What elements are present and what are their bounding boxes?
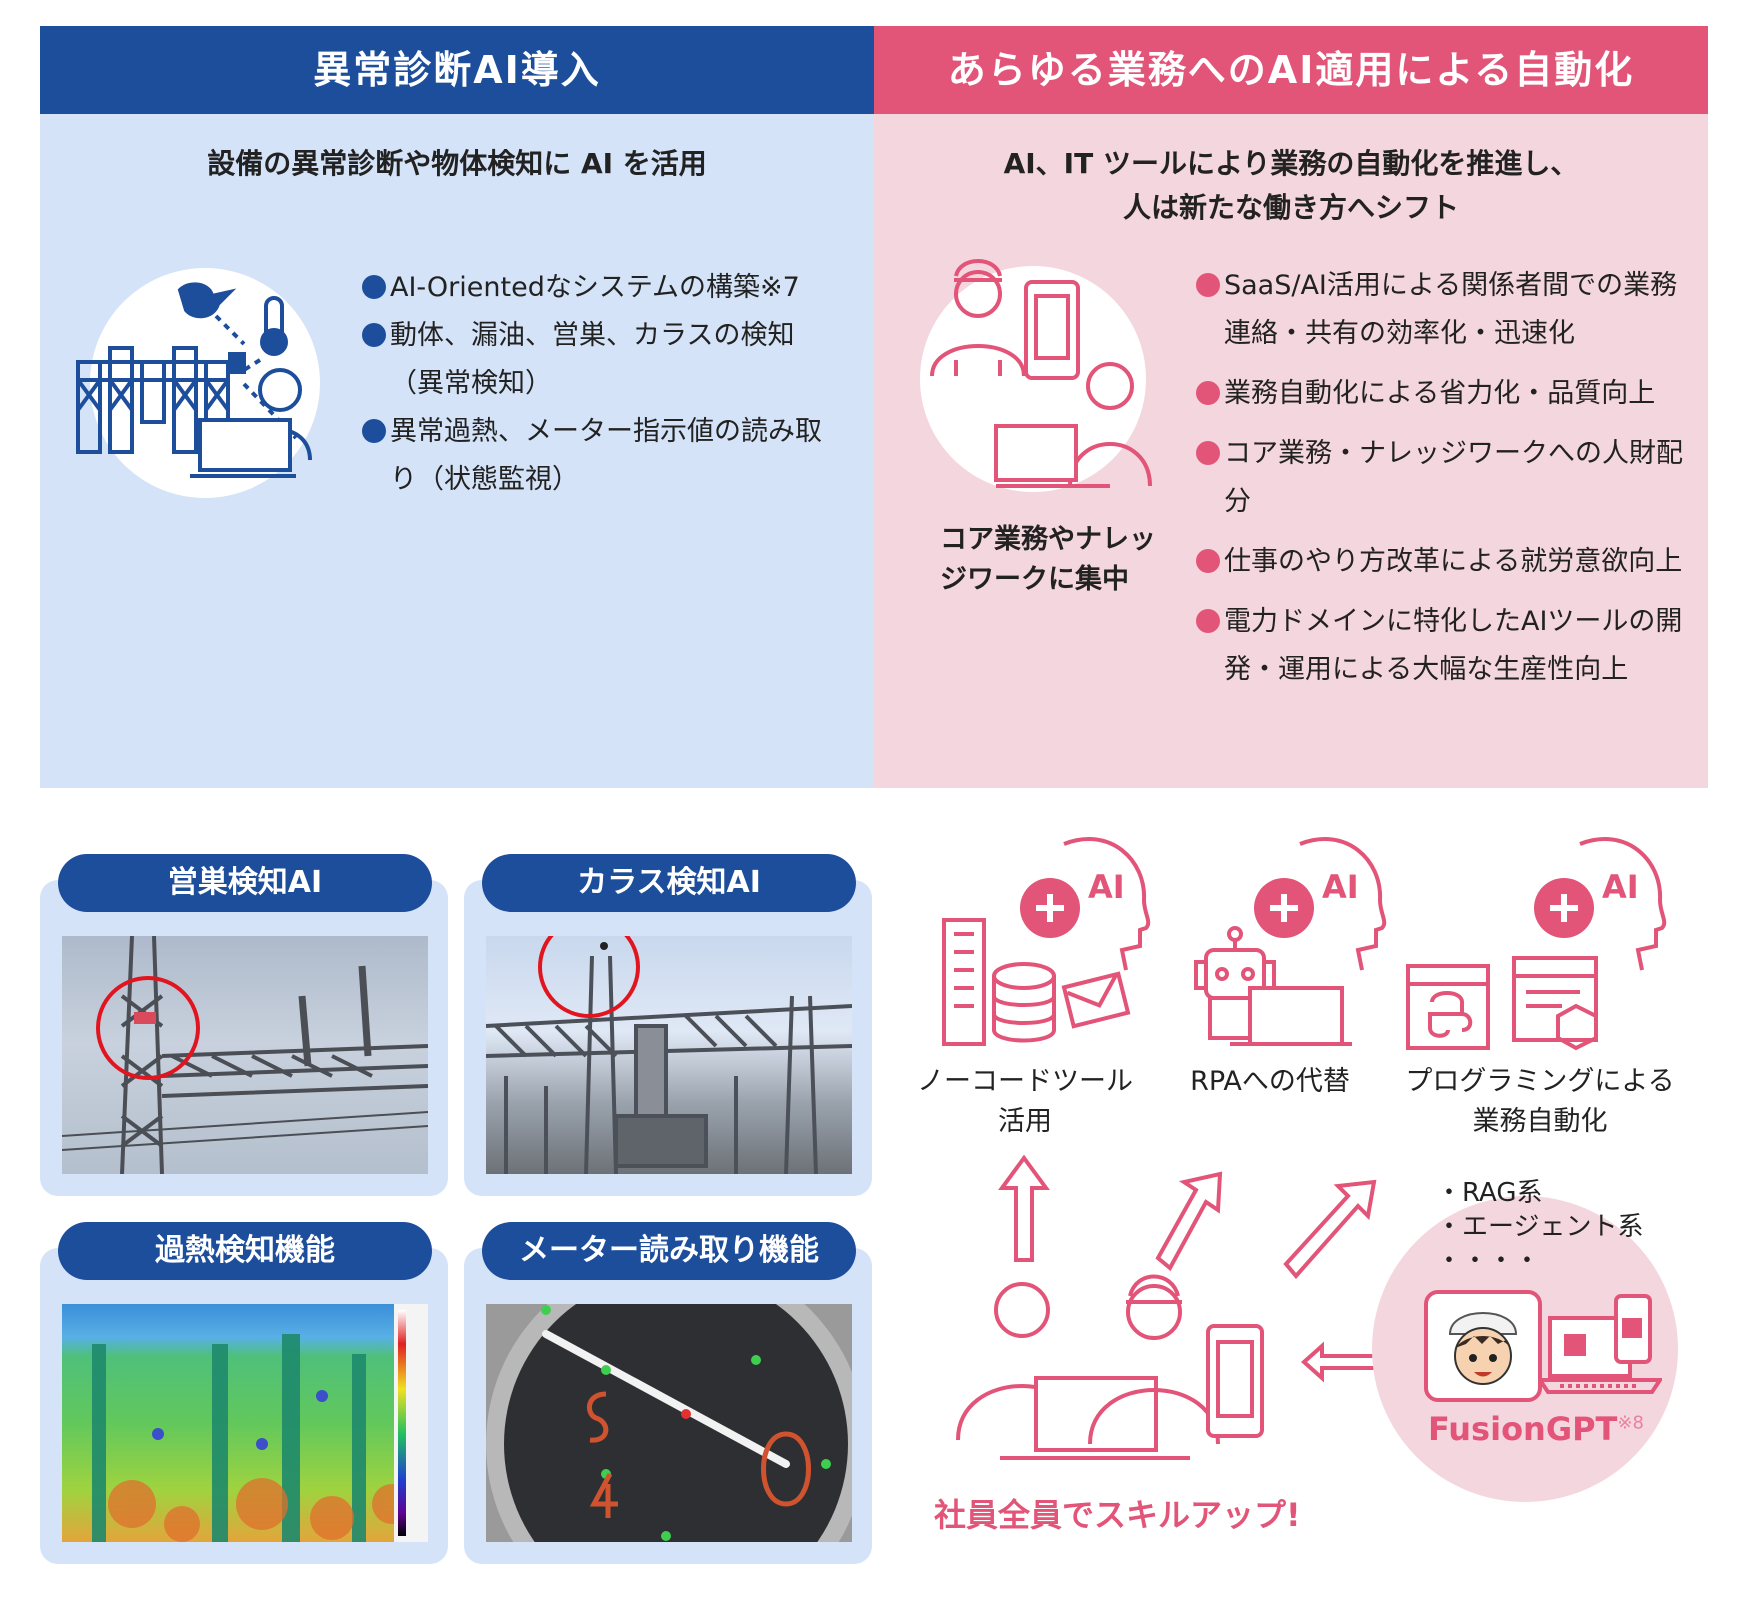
rpa-label: RPAへの代替 (1190, 1066, 1350, 1097)
crow-substation-image (486, 942, 852, 1174)
programming-line1: プログラミングによる (1405, 1066, 1675, 1097)
nocode-line1: ノーコードツール (917, 1066, 1133, 1097)
left-panel-subtitle: 設備の異常診断や物体検知に AI を活用 (207, 147, 707, 180)
ai-head-icon (1579, 837, 1667, 971)
card-nest-detection-label: 営巣検知AI (58, 854, 432, 912)
right-subtitle-line2: 人は新たな働き方へシフト (1122, 191, 1459, 224)
right-bullet-item: SaaS/AI活用による関係者間での業務連絡・共有の効率化・迅速化 (1196, 262, 1701, 358)
arrow-up-icon (998, 1154, 1050, 1262)
oil-level-gauge-image (486, 1304, 852, 1542)
ai-type-item: ・エージェント系 (1436, 1212, 1644, 1242)
fusiongpt-name: FusionGPT※8 (1428, 1410, 1644, 1448)
right-panel-header: あらゆる業務へのAI適用による自動化 (874, 26, 1708, 114)
right-bullet-item: 業務自動化による省力化・品質向上 (1196, 370, 1701, 418)
card-crow-detection-label: カラス検知AI (482, 854, 856, 912)
programming-line2: 業務自動化 (1472, 1106, 1608, 1137)
slogan: 社員全員でスキルアップ! (934, 1496, 1301, 1534)
nocode-tool-label: ノーコードツール 活用 (900, 1062, 1150, 1142)
tower-bird-person-icon (76, 282, 312, 478)
arrow-up-right-icon (1283, 1179, 1377, 1280)
crow-detection-photo (486, 936, 852, 1174)
detection-circle-marker (96, 976, 200, 1080)
meter-image (486, 1304, 852, 1542)
right-bullet-item: 仕事のやり方改革による就労意欲向上 (1196, 538, 1701, 586)
right-subtitle-line1: AI、IT ツールにより業務の自動化を推進し、 (1003, 147, 1579, 180)
ai-type-item: ・RAG系 (1436, 1178, 1543, 1208)
arrow-up-right-icon (1155, 1171, 1223, 1272)
fusiongpt-title: FusionGPT (1428, 1410, 1618, 1448)
workers-icon (930, 259, 1152, 488)
ai-head-icon (1299, 837, 1387, 971)
left-bullet-item: 動体、漏油、営巣、カラスの検知（異常検知） (362, 312, 832, 408)
fusiongpt-avatar (1424, 1290, 1542, 1402)
ai-type-item: ・・・・ (1436, 1246, 1541, 1276)
right-bullet-item: 電力ドメインに特化したAIツールの開発・運用による大幅な生産性向上 (1196, 598, 1701, 694)
nest-detection-photo (62, 936, 428, 1174)
ai-badge-label: AI (1088, 868, 1125, 906)
nocode-line2: 活用 (998, 1106, 1052, 1137)
left-bullet-list: AI-Orientedなシステムの構築※7 動体、漏油、営巣、カラスの検知（異常… (362, 264, 832, 504)
right-panel-subtitle: AI、IT ツールにより業務の自動化を推進し、 人は新たな働き方へシフト (874, 142, 1708, 230)
ai-badge-label: AI (1322, 868, 1359, 906)
right-bullet-list: SaaS/AI活用による関係者間での業務連絡・共有の効率化・迅速化 業務自動化に… (1196, 262, 1701, 706)
mascot-face-icon (1448, 1312, 1518, 1385)
thermal-equipment-image (92, 1304, 428, 1542)
fusiongpt-note: ※8 (1617, 1412, 1644, 1434)
automation-diagram (942, 837, 1667, 1460)
programming-label: プログラミングによる 業務自動化 (1390, 1062, 1690, 1142)
ai-badge-label: AI (1602, 868, 1639, 906)
card-overheat-detection-label: 過熱検知機能 (58, 1222, 432, 1280)
thermal-image (62, 1304, 428, 1542)
detection-circle-marker (538, 936, 640, 1018)
card-meter-reading-label: メーター読み取り機能 (482, 1222, 856, 1280)
ai-head-icon (1063, 837, 1151, 971)
right-panel-caption: コア業務やナレッジワークに集中 (940, 524, 1156, 595)
left-panel-header: 異常診断AI導入 (40, 26, 874, 114)
right-bullet-item: コア業務・ナレッジワークへの人財配分 (1196, 430, 1701, 526)
ai-type-list: ・RAG系 ・エージェント系 ・・・・ (1436, 1176, 1643, 1278)
laptop-phone-icon (1540, 1294, 1662, 1394)
left-bullet-item: AI-Orientedなシステムの構築※7 (362, 264, 832, 312)
left-bullet-item: 異常過熱、メーター指示値の読み取り（状態監視） (362, 408, 832, 504)
